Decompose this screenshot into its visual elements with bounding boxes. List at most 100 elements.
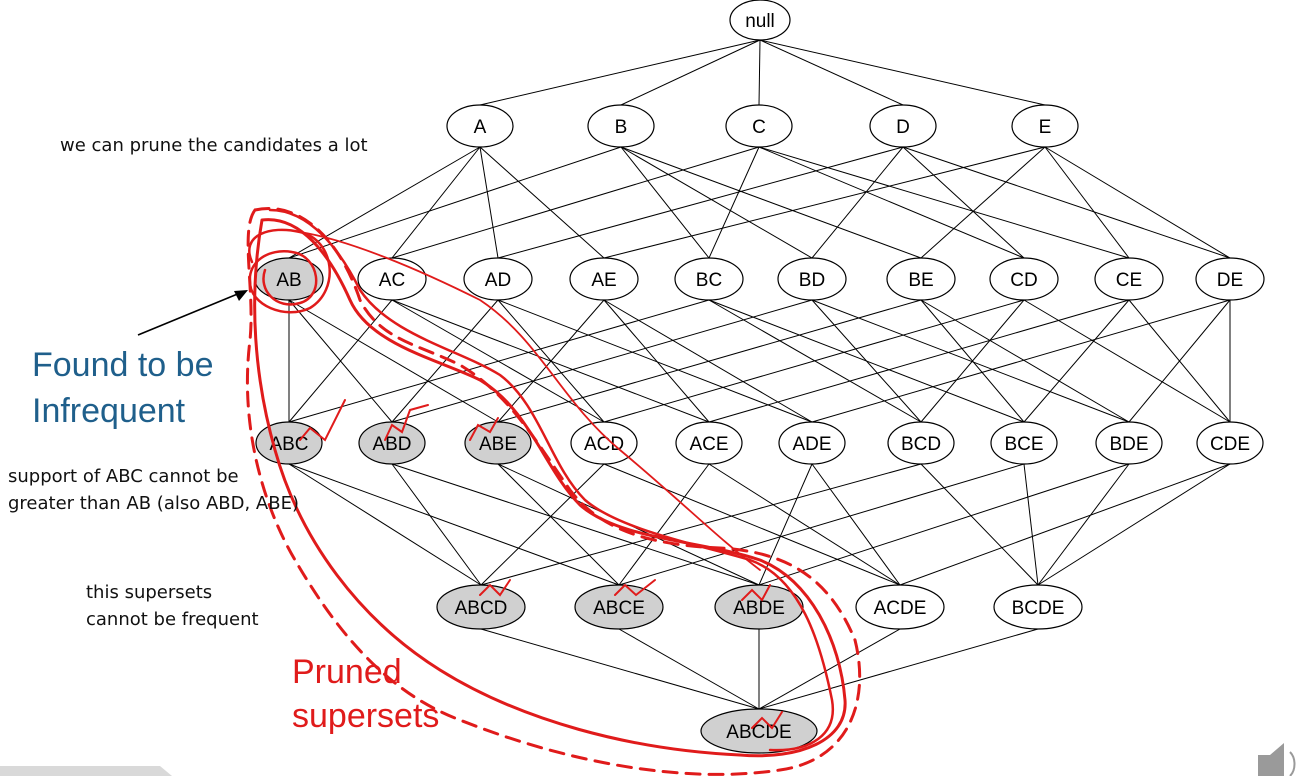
node-ABCD: ABCD <box>436 584 526 630</box>
edge-D-AD <box>497 146 904 259</box>
edge-CD-BCD <box>920 299 1025 423</box>
edge-AE-ABE <box>497 299 605 423</box>
node-label-E: E <box>1039 117 1052 138</box>
infrequent-arrow <box>137 290 248 336</box>
node-label-BCD: BCD <box>901 434 941 455</box>
node-ellipse-CDE <box>1196 421 1264 465</box>
red-loop-innermost <box>268 208 835 752</box>
edge-null-C <box>758 39 761 106</box>
edge-D-DE <box>902 146 1231 259</box>
edge-B-BC <box>620 146 710 259</box>
node-label-AD: AD <box>485 270 511 291</box>
node-label-CDE: CDE <box>1210 434 1250 455</box>
node-BCDE: BCDE <box>993 584 1083 630</box>
node-label-B: B <box>615 117 628 138</box>
prune-note: we can prune the candidates a lot <box>60 135 368 156</box>
node-label-AC: AC <box>379 270 405 291</box>
node-BDE: BDE <box>1095 421 1163 465</box>
edge-BCDE-ABCDE <box>758 628 1039 710</box>
node-CD: CD <box>989 257 1059 301</box>
node-label-AE: AE <box>591 270 616 291</box>
edge-BCD-ABCD <box>480 463 922 586</box>
edge-null-D <box>759 39 904 106</box>
node-ellipse-ABD <box>358 421 426 465</box>
node-AC: AC <box>357 257 427 301</box>
edge-A-AD <box>479 146 499 259</box>
edge-CE-ACE <box>708 299 1130 423</box>
pruned-supersets-line1: Pruned <box>292 653 402 691</box>
node-ACD: ACD <box>570 421 638 465</box>
pruned-supersets-line2: supersets <box>292 697 439 735</box>
node-ellipse-BCD <box>887 421 955 465</box>
edge-ACE-ACDE <box>708 463 901 586</box>
node-ellipse-ACE <box>675 421 743 465</box>
node-null: null <box>729 0 791 41</box>
node-ellipse-BE <box>886 257 956 301</box>
node-label-BC: BC <box>696 270 722 291</box>
node-label-ACE: ACE <box>689 434 728 455</box>
node-label-CE: CE <box>1116 270 1142 291</box>
edge-C-AC <box>391 146 760 259</box>
node-ellipse-ABCE <box>574 584 664 630</box>
edge-B-BD <box>620 146 813 259</box>
node-label-ABCD: ABCD <box>455 598 508 619</box>
edge-A-AB <box>288 146 481 259</box>
lattice-edges <box>288 39 1231 710</box>
edge-CD-ACD <box>603 299 1025 423</box>
edge-ABCE-ABCDE <box>618 628 760 710</box>
node-label-D: D <box>896 117 910 138</box>
edge-B-AB <box>288 146 622 259</box>
edge-AC-ABC <box>288 299 393 423</box>
edge-AB-ABE <box>288 299 499 423</box>
node-ellipse-CD <box>989 257 1059 301</box>
node-ellipse-CE <box>1094 257 1164 301</box>
node-label-ADE: ADE <box>792 434 831 455</box>
node-ABDE: ABDE <box>714 584 804 630</box>
edge-D-BD <box>811 146 904 259</box>
node-C: C <box>725 104 793 148</box>
node-label-A: A <box>474 117 487 138</box>
node-label-ABCE: ABCE <box>593 598 645 619</box>
node-ACE: ACE <box>675 421 743 465</box>
supersets-note-line2: cannot be frequent <box>86 609 259 630</box>
edge-BE-BDE <box>920 299 1130 423</box>
node-ellipse-ABE <box>464 421 532 465</box>
edge-CD-CDE <box>1023 299 1231 423</box>
edge-ACD-ACDE <box>603 463 901 586</box>
node-ellipse-C <box>725 104 793 148</box>
node-ABCE: ABCE <box>574 584 664 630</box>
node-ellipse-BCDE <box>993 584 1083 630</box>
node-D: D <box>869 104 937 148</box>
node-ellipse-ABCDE <box>700 708 818 754</box>
red-loop-outer-dashed <box>245 207 862 776</box>
node-AE: AE <box>569 257 639 301</box>
node-label-ABD: ABD <box>372 434 411 455</box>
node-BCD: BCD <box>887 421 955 465</box>
node-ellipse-ABCD <box>436 584 526 630</box>
node-ellipse-E <box>1011 104 1079 148</box>
edge-ABD-ABCD <box>391 463 482 586</box>
edge-AD-ADE <box>497 299 813 423</box>
node-ellipse-BC <box>674 257 744 301</box>
edge-E-CE <box>1044 146 1130 259</box>
edge-C-BC <box>708 146 760 259</box>
edge-E-BE <box>920 146 1046 259</box>
edge-E-DE <box>1044 146 1231 259</box>
edge-DE-ADE <box>811 299 1231 423</box>
node-ellipse-A <box>446 104 514 148</box>
edge-E-AE <box>603 146 1046 259</box>
node-E: E <box>1011 104 1079 148</box>
node-ellipse-D <box>869 104 937 148</box>
edge-BCD-BCDE <box>920 463 1039 586</box>
edge-C-CD <box>758 146 1025 259</box>
node-ellipse-B <box>587 104 655 148</box>
node-label-ABE: ABE <box>479 434 517 455</box>
node-label-ACDE: ACDE <box>874 598 927 619</box>
edge-ACD-ABCD <box>480 463 605 586</box>
edge-BD-BCD <box>811 299 922 423</box>
node-BC: BC <box>674 257 744 301</box>
node-A: A <box>446 104 514 148</box>
node-ADE: ADE <box>778 421 846 465</box>
edge-null-E <box>759 39 1046 106</box>
